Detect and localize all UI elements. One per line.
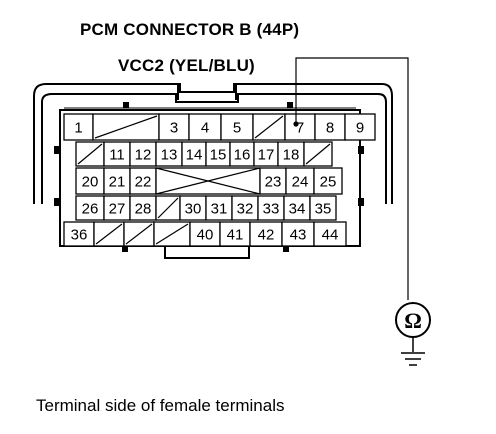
pin-cell: 22: [129, 167, 157, 195]
pin-label: 22: [135, 174, 152, 191]
pin-label: 41: [227, 227, 244, 244]
pin-cell: 17: [253, 141, 279, 167]
connector-title: PCM CONNECTOR B (44P): [80, 20, 300, 39]
pin-label: 24: [292, 174, 309, 191]
pin-label: 33: [263, 201, 280, 218]
pin-cell: 14: [181, 141, 207, 167]
pin-cell: [303, 141, 333, 167]
pin-cell: 40: [189, 221, 221, 247]
pin-cell: [75, 141, 105, 167]
pin-cell: 36: [63, 221, 95, 247]
pin-label: 4: [201, 120, 209, 137]
pin-cell: 18: [277, 141, 305, 167]
pin-cell: 13: [155, 141, 183, 167]
pin-label: 27: [109, 201, 126, 218]
pin-cell: 21: [103, 167, 131, 195]
pin-label: 34: [289, 201, 306, 218]
wire-label: VCC2 (YEL/BLU): [118, 56, 255, 75]
pin-cell: 28: [129, 195, 157, 221]
pin-label: 18: [283, 147, 300, 164]
pin-label: 30: [185, 201, 202, 218]
pin-cell: 42: [249, 221, 283, 247]
pin-label: 42: [258, 227, 275, 244]
pin-cell: 26: [75, 195, 105, 221]
pin-cell: [155, 195, 181, 221]
pin-cell: 33: [257, 195, 285, 221]
pin-cell: 31: [205, 195, 233, 221]
pin-label: 17: [258, 147, 275, 164]
pin-cell: [92, 113, 160, 141]
pin-cell: 43: [281, 221, 315, 247]
ground-icon: [401, 352, 425, 366]
pin-cell: 11: [103, 141, 131, 167]
pin-cell: 35: [309, 195, 337, 221]
pin-label: 31: [211, 201, 228, 218]
pin-label: 15: [210, 147, 227, 164]
pin-cell: 30: [179, 195, 207, 221]
pin-cell: 32: [231, 195, 259, 221]
pin-cell: [93, 221, 125, 247]
pin-label: 14: [186, 147, 203, 164]
pin-label: 28: [135, 201, 152, 218]
pin-cell: [252, 113, 286, 141]
pin-cell: 27: [103, 195, 131, 221]
pin-cell: 34: [283, 195, 311, 221]
pin-label: 40: [197, 227, 214, 244]
pin-label: 21: [109, 174, 126, 191]
pin-cell: [123, 221, 155, 247]
pin-label: 12: [135, 147, 152, 164]
pin-label: 3: [170, 120, 178, 137]
pin-cell: [155, 167, 261, 195]
pin-label: 1: [74, 120, 82, 137]
pin-cell: [153, 221, 191, 247]
pin-label: 35: [315, 201, 332, 218]
pin-cell: 8: [314, 113, 346, 141]
pin-cell: 44: [313, 221, 347, 247]
pin-label: 7: [296, 120, 304, 137]
pin-cell: 25: [313, 167, 343, 195]
pin-cell: 41: [219, 221, 251, 247]
pin-cell: 12: [129, 141, 157, 167]
pin-cell: 3: [158, 113, 190, 141]
pin-label: 20: [82, 174, 99, 191]
pin-cell: 4: [188, 113, 222, 141]
pin-label: 5: [233, 120, 241, 137]
probe-lead: [293, 57, 409, 300]
pin-cell: 23: [259, 167, 287, 195]
pin-cell: 16: [229, 141, 255, 167]
svg-text:Ω: Ω: [404, 308, 422, 333]
pin-cell: 20: [75, 167, 105, 195]
pin-label: 8: [326, 120, 334, 137]
pin-label: 9: [356, 120, 364, 137]
pin-cell: 24: [285, 167, 315, 195]
pin-label: 36: [71, 227, 88, 244]
pin-cell: 7: [284, 113, 316, 141]
pin-label: 44: [322, 227, 339, 244]
pin-label: 43: [290, 227, 307, 244]
pin-label: 25: [320, 174, 337, 191]
pin-label: 11: [109, 147, 125, 164]
latch-tabs: [54, 102, 364, 252]
pin-label: 16: [234, 147, 251, 164]
pin-label: 13: [161, 147, 178, 164]
pin-cell: 5: [220, 113, 254, 141]
pin-cell: 15: [205, 141, 231, 167]
pin-label: 23: [265, 174, 282, 191]
pin-label: 26: [82, 201, 99, 218]
pin-label: 32: [237, 201, 254, 218]
diagram-caption: Terminal side of female terminals: [36, 396, 285, 415]
ohmmeter-icon: Ω: [395, 302, 431, 352]
pin-cell: 9: [344, 113, 376, 141]
pin-cell: 1: [63, 113, 94, 141]
